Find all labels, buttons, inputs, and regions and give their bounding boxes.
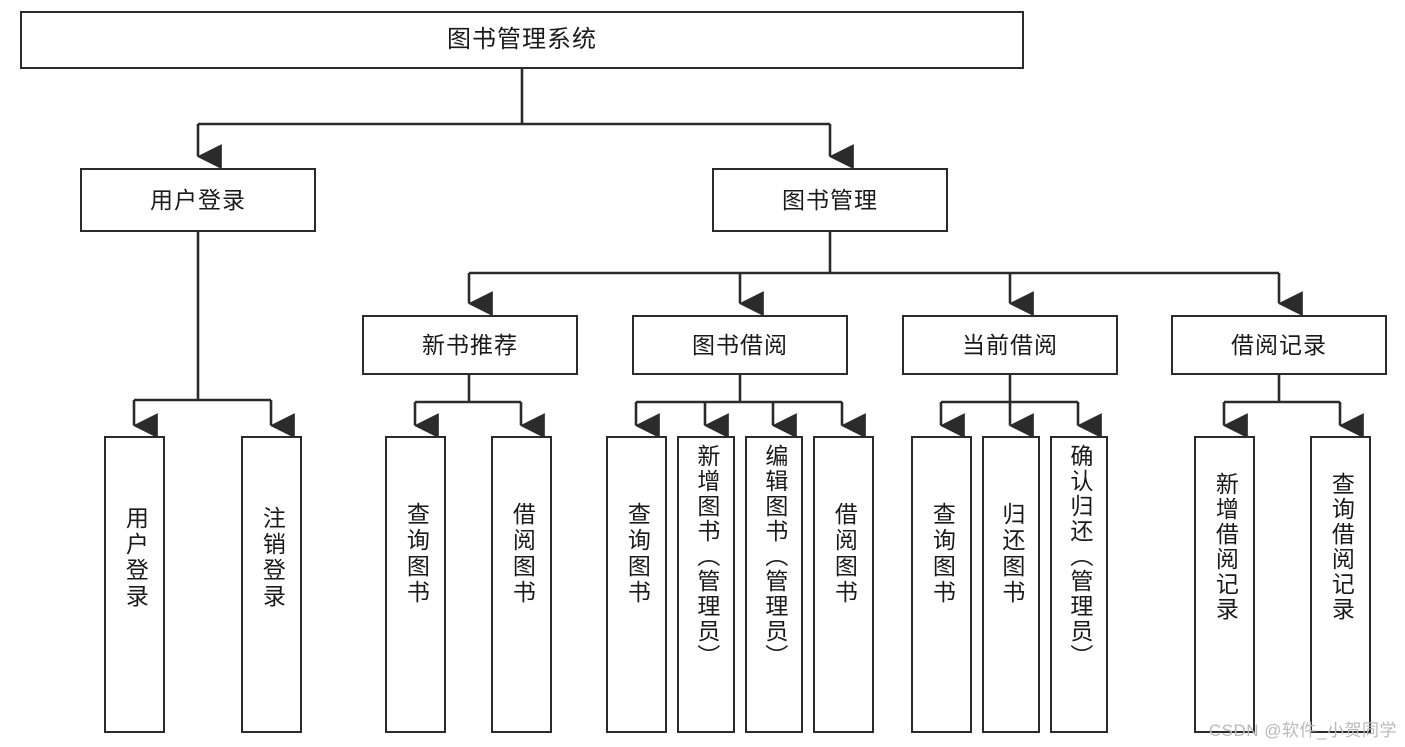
node-new-book-recommend[interactable]: 新书推荐: [362, 315, 578, 375]
node-label: 借阅图书: [831, 502, 858, 606]
node-label: 查询图书: [403, 502, 430, 606]
node-book-borrow[interactable]: 图书借阅: [632, 315, 848, 375]
leaf-query-borrow-record[interactable]: 查询借阅记录: [1310, 436, 1371, 733]
node-label: 当前借阅: [962, 331, 1058, 358]
node-label: 图书管理系统: [447, 26, 597, 53]
node-label: 查询图书: [624, 502, 651, 606]
node-root-system[interactable]: 图书管理系统: [20, 11, 1024, 69]
leaf-query-book-current[interactable]: 查询图书: [911, 436, 972, 733]
node-borrow-record[interactable]: 借阅记录: [1171, 315, 1387, 375]
leaf-add-book-admin[interactable]: 新增图书（管理员）: [677, 436, 735, 733]
node-label: 借阅记录: [1231, 331, 1327, 358]
node-label: 用户登录: [150, 186, 246, 213]
node-current-borrow[interactable]: 当前借阅: [902, 315, 1118, 375]
node-label: 注销登录: [259, 506, 286, 610]
node-label: 确认归还（管理员）: [1066, 444, 1093, 669]
leaf-confirm-return-admin[interactable]: 确认归还（管理员）: [1050, 436, 1108, 733]
leaf-query-book-borrow[interactable]: 查询图书: [606, 436, 667, 733]
leaf-query-book-recommend[interactable]: 查询图书: [385, 436, 446, 733]
leaf-borrow-book-recommend[interactable]: 借阅图书: [491, 436, 552, 733]
node-label: 图书管理: [782, 186, 878, 213]
leaf-logout[interactable]: 注销登录: [241, 436, 302, 733]
node-user-login[interactable]: 用户登录: [80, 168, 316, 232]
node-label: 编辑图书（管理员）: [761, 444, 788, 669]
leaf-add-borrow-record[interactable]: 新增借阅记录: [1194, 436, 1255, 733]
node-label: 新增图书（管理员）: [693, 444, 720, 669]
node-label: 归还图书: [998, 502, 1025, 606]
leaf-borrow-book[interactable]: 借阅图书: [813, 436, 874, 733]
node-label: 借阅图书: [509, 502, 536, 606]
node-label: 查询借阅记录: [1328, 472, 1355, 622]
node-label: 查询图书: [929, 502, 956, 606]
leaf-return-book[interactable]: 归还图书: [982, 436, 1040, 733]
node-label: 新增借阅记录: [1212, 472, 1239, 622]
leaf-edit-book-admin[interactable]: 编辑图书（管理员）: [745, 436, 803, 733]
csdn-watermark: CSDN @软件_小贺同学: [1208, 721, 1397, 740]
node-book-management[interactable]: 图书管理: [712, 168, 948, 232]
node-label: 用户登录: [122, 506, 149, 610]
node-label: 新书推荐: [422, 331, 518, 358]
leaf-user-login[interactable]: 用户登录: [104, 436, 165, 733]
node-label: 图书借阅: [692, 331, 788, 358]
